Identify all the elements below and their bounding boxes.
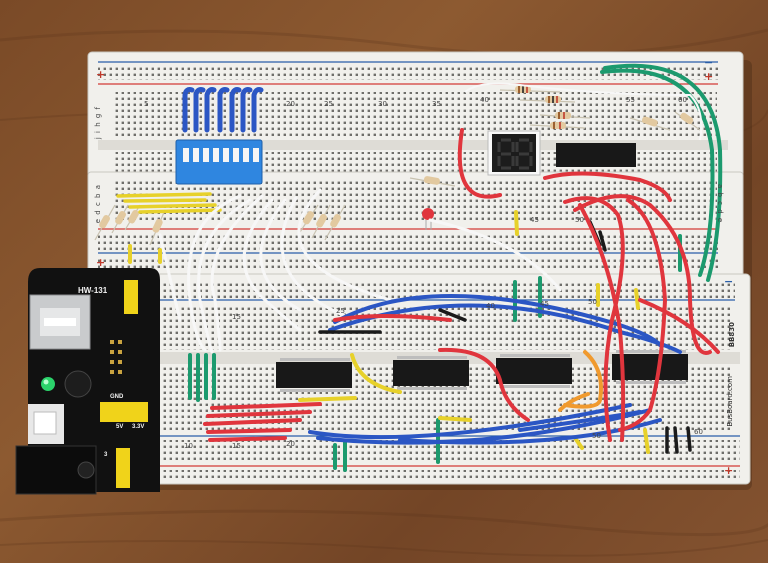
col-number: 50	[592, 432, 601, 440]
col-number: 20	[286, 100, 295, 108]
ic-pins	[280, 350, 686, 392]
rail-plus-mid-left: +	[96, 256, 106, 269]
v33-label: 3.3V	[132, 424, 145, 430]
rail-minus-top-right: −	[704, 56, 714, 69]
col-number: 45	[540, 300, 549, 308]
v5-label: 5V	[116, 424, 124, 430]
dip-jumpers-blue	[182, 87, 264, 133]
v3-label: 3	[104, 452, 108, 458]
rail-plus-top-left: +	[96, 68, 106, 81]
gnd-label: GND	[110, 394, 124, 400]
row-letters-left-upper: j i h g f	[94, 106, 102, 140]
power-module-model: HW-131	[78, 286, 108, 295]
rail-plus-bottom-right: +	[724, 464, 734, 477]
wires-yellow-bottom	[128, 210, 650, 454]
col-number: 50	[588, 298, 597, 306]
col-number: 5	[144, 100, 149, 108]
ic-top-right	[556, 143, 636, 167]
col-number: 20	[286, 440, 295, 448]
col-number: 35	[432, 100, 441, 108]
col-number: 25	[336, 307, 345, 315]
wires-red	[203, 128, 720, 442]
rail-minus-mid-right: −	[724, 275, 734, 288]
col-number: 50	[575, 216, 584, 224]
col-number: 15	[232, 313, 241, 321]
rail-plus-top-right: +	[704, 70, 714, 83]
wires-orange	[558, 350, 603, 412]
col-number: 30	[378, 100, 387, 108]
model-label: BB830	[728, 322, 736, 348]
dip-switch[interactable]	[175, 139, 263, 185]
wire-white-top-right	[464, 82, 703, 141]
col-number: 40	[480, 96, 489, 104]
col-number: 60	[678, 96, 687, 104]
brand-label: BusBoard.com	[726, 376, 734, 427]
wires-black	[318, 220, 692, 454]
row-letters-left-lower: e d c b a	[94, 184, 102, 224]
col-number: 55	[626, 96, 635, 104]
seven-segment-display	[487, 130, 541, 176]
wires-yellow-top	[116, 192, 222, 214]
col-number: 25	[324, 100, 333, 108]
col-number: 40	[486, 302, 495, 310]
col-number: 10	[184, 442, 193, 450]
wires-white	[158, 188, 562, 354]
row-letters-right: a b c d e	[716, 184, 724, 224]
power-supply-module	[15, 268, 160, 495]
col-number: 15	[232, 442, 241, 450]
col-number: 45	[530, 216, 539, 224]
breadboard-top-lower	[87, 171, 744, 278]
resistor-bands	[518, 86, 565, 129]
col-number: 60	[694, 428, 703, 436]
